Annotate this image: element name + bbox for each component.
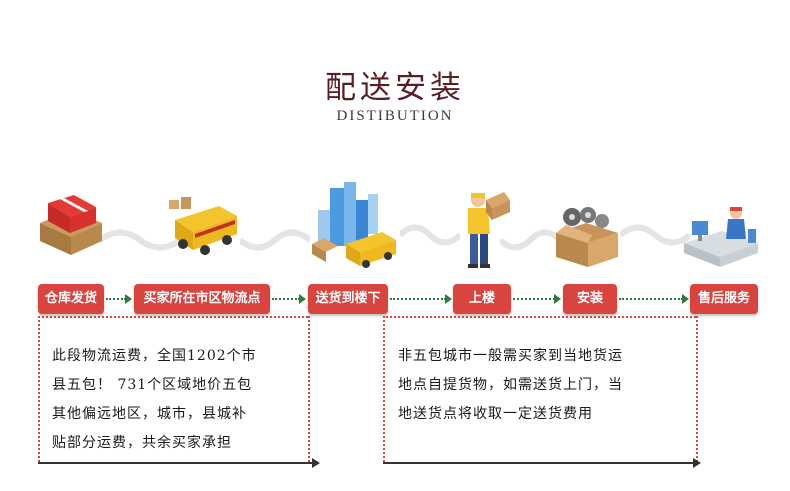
city-buildings-truck-icon [312,182,396,268]
red-parcel-box-icon [40,195,102,255]
box-with-gears-icon [556,207,618,267]
note-underline-arrow [38,458,320,468]
note-frame-right [308,316,310,462]
wave-connector [500,229,560,251]
note-left-line: 其他偏远地区，城市，县城补 [52,406,247,422]
note-right-line: 非五包城市一般需买家到当地货运 [398,348,623,364]
note-left-line: 贴部分运费，共余买家承担 [52,435,232,451]
step-warehouse-shipping[interactable]: 仓库发货 [38,284,104,314]
wave-connector [240,229,310,251]
step-buyer-city-logistics-point[interactable]: 买家所在市区物流点 [134,284,270,314]
step-deliver-downstairs[interactable]: 送货到楼下 [308,284,388,314]
step-installation[interactable]: 安装 [563,284,617,314]
wave-connector [100,229,180,251]
flow-arrow [390,294,452,304]
page-title: 配送安装 [325,70,465,106]
worker-carrying-box-icon [468,192,510,268]
note-frame-left [383,316,385,462]
flow-arrow [106,294,132,304]
flow-arrow [619,294,689,304]
note-frame-top [383,316,696,318]
customer-service-desk-icon [684,207,758,267]
page-subtitle: DISTIBUTION [336,108,454,124]
note-frame-right [696,316,698,462]
note-right-line: 地送货点将收取一定送货费用 [398,406,593,422]
delivery-truck-icon [169,197,237,255]
wave-connector [620,224,690,246]
flow-arrow [513,294,561,304]
step-carry-upstairs[interactable]: 上楼 [453,284,511,314]
note-right: 非五包城市一般需买家到当地货运 地点自提货物，如需送货上门，当 地送货点将收取一… [398,342,698,429]
note-left-line: 县五包！ 731个区域地价五包 [52,377,253,393]
wave-connector [400,224,460,246]
note-frame-top [38,316,308,318]
note-left-line: 此段物流运费，全国1202个市 [52,348,257,364]
step-after-sales-service[interactable]: 售后服务 [690,284,758,314]
note-frame-left [38,316,40,462]
flow-arrow [272,294,306,304]
note-underline-arrow [383,458,701,468]
note-right-line: 地点自提货物，如需送货上门，当 [398,377,623,393]
note-left: 此段物流运费，全国1202个市 县五包！ 731个区域地价五包 其他偏远地区，城… [52,342,308,458]
